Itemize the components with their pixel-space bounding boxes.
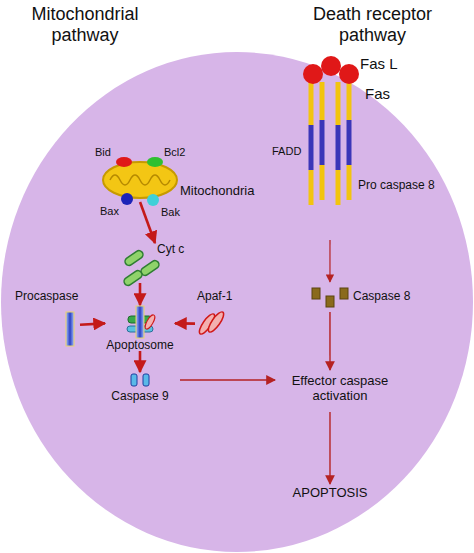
node-label: Mitochondria [180, 184, 260, 199]
node-label: Fas L [360, 55, 420, 72]
node-label: Caspase 9 [100, 390, 180, 404]
node-label: Pro caspase 8 [358, 179, 470, 193]
apoptosome-symbol [127, 306, 157, 338]
node-label: Procaspase [15, 290, 83, 304]
pathway-arrow [329, 240, 330, 282]
apaf-symbol [197, 310, 226, 336]
node-label: Effector caspase activation [275, 374, 405, 404]
node-label: Apaf-1 [197, 290, 242, 304]
pathway-arrow [175, 322, 195, 325]
caspase-8-symbol [312, 288, 348, 307]
node-label: Cyt c [157, 243, 197, 257]
node-label: Fas [365, 85, 415, 102]
pathway-arrow [329, 312, 330, 370]
pathway-node: APOPTOSIS [275, 484, 385, 506]
pathway-node: Apoptosome [105, 305, 175, 351]
pathway-arrow [80, 323, 105, 324]
pathway-arrow [180, 379, 275, 380]
protein-label: Bcl2 [164, 146, 198, 159]
pathway-node: Mitochondria [100, 162, 250, 202]
cytochrome-symbol [123, 249, 161, 287]
node-label: Caspase 8 [353, 290, 425, 304]
node-label: FADD [272, 145, 312, 158]
pathway-node: Caspase 9 [100, 372, 180, 417]
pathway-arrow [140, 202, 155, 243]
cell-body [1, 52, 473, 552]
pathway-node: Fas L FasFADD Pro caspase 8 [270, 55, 470, 240]
pathway-node: Caspase 8 [305, 282, 425, 312]
death-receptor-symbol [303, 56, 359, 205]
node-label: Apoptosome [100, 339, 180, 353]
node-label: APOPTOSIS [275, 486, 385, 501]
pathway-heading: Mitochondrial pathway [15, 4, 155, 45]
pathway-node: Cyt c [115, 243, 195, 283]
pathway-arrow [329, 412, 330, 484]
protein-label: Bax [100, 205, 130, 218]
pathway-node: Effector caspase activation [275, 370, 405, 412]
pathway-arrow [139, 351, 142, 372]
pathway-heading: Death receptor pathway [300, 4, 445, 45]
mitochondrion-symbol [103, 157, 177, 206]
protein-label: Bid [95, 146, 125, 159]
caspase-9-symbol [131, 374, 149, 386]
pathway-node: Apaf-1 [195, 290, 240, 338]
pathway-node: Procaspase [15, 290, 80, 348]
protein-label: Bak [161, 206, 191, 219]
procaspase-symbol [66, 312, 74, 346]
pathway-arrow [139, 283, 142, 305]
